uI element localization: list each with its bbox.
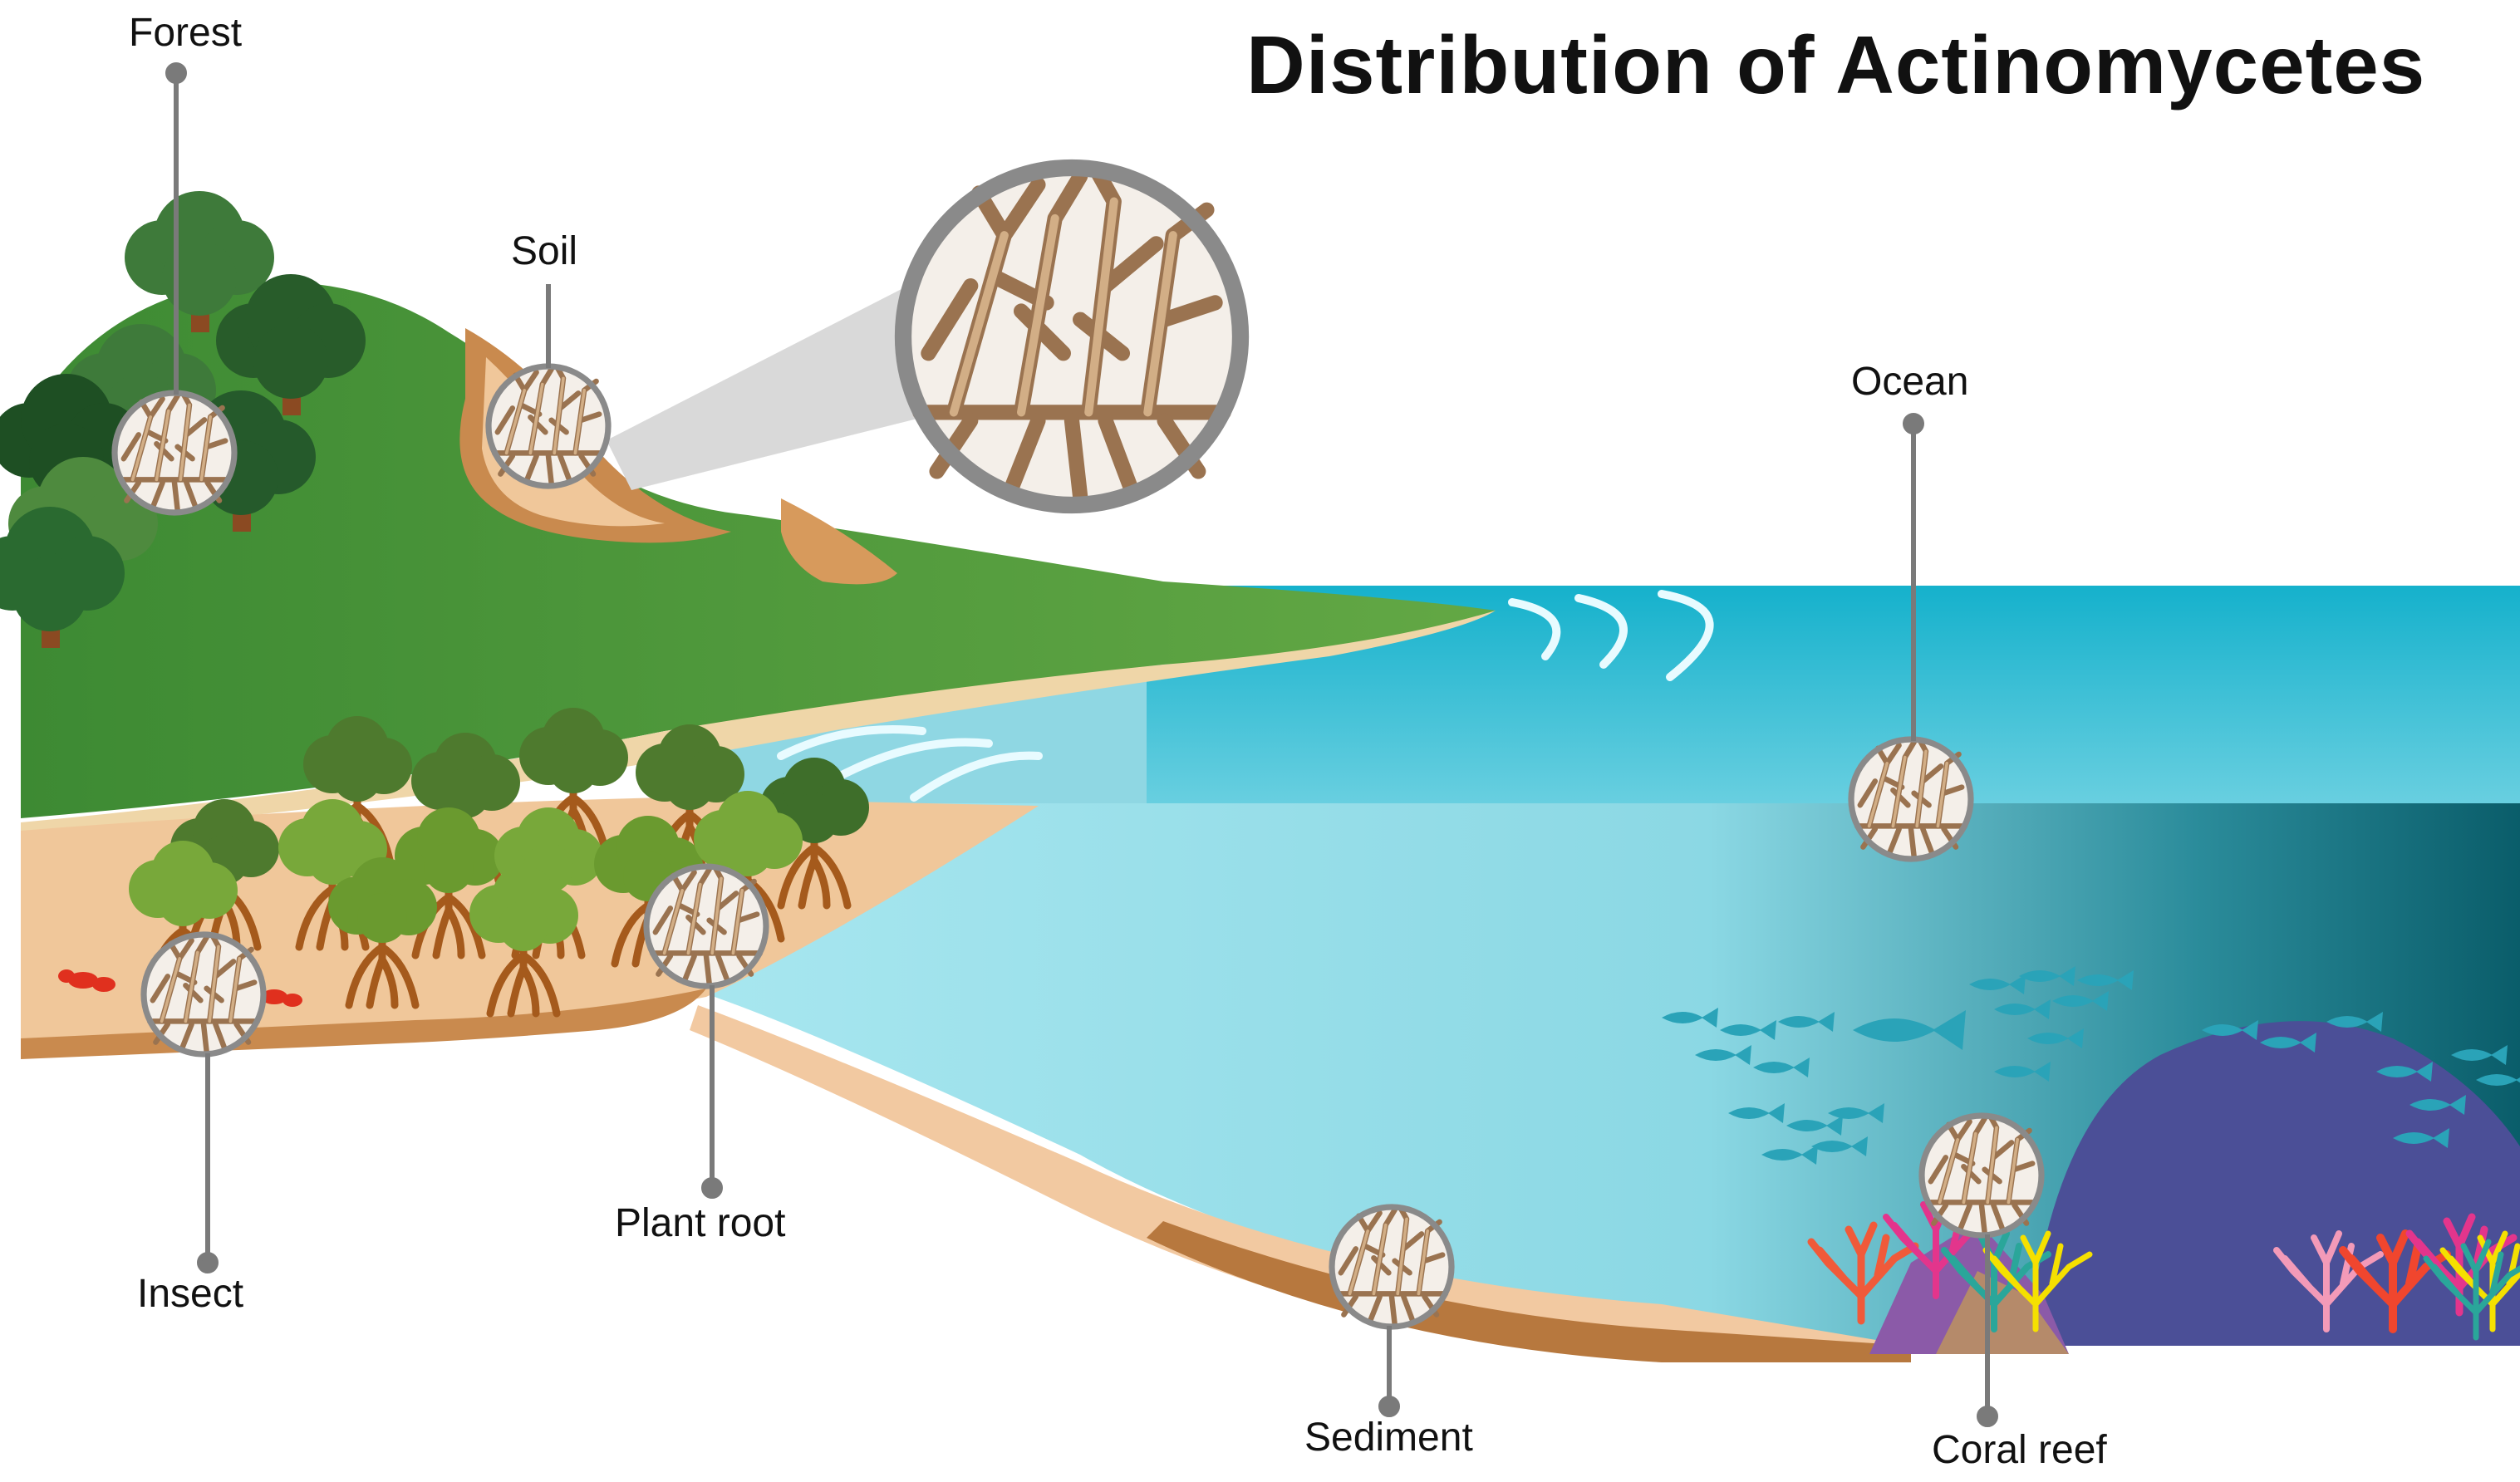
label-insect: Insect	[137, 1271, 243, 1317]
label-forest: Forest	[129, 10, 242, 56]
label-coral-reef: Coral reef	[1932, 1427, 2107, 1473]
sediment-sample-lens	[1332, 1207, 1452, 1327]
soil-zoom-lens	[903, 168, 1240, 505]
label-sediment: Sediment	[1304, 1415, 1473, 1460]
label-ocean: Ocean	[1851, 359, 1968, 405]
insect-sample-lens	[144, 935, 263, 1054]
label-plant-root: Plant root	[615, 1200, 785, 1246]
plant-root-sample-lens	[646, 866, 766, 986]
diagram-title: Distribution of Actinomycetes	[1246, 18, 2425, 112]
forest-sample-lens	[115, 393, 234, 513]
coral-reef-sample-lens	[1922, 1116, 2041, 1235]
soil-sample-lens	[489, 366, 608, 486]
zoom-beam	[607, 274, 931, 490]
ocean-sample-lens	[1851, 739, 1971, 859]
label-soil: Soil	[511, 228, 577, 274]
